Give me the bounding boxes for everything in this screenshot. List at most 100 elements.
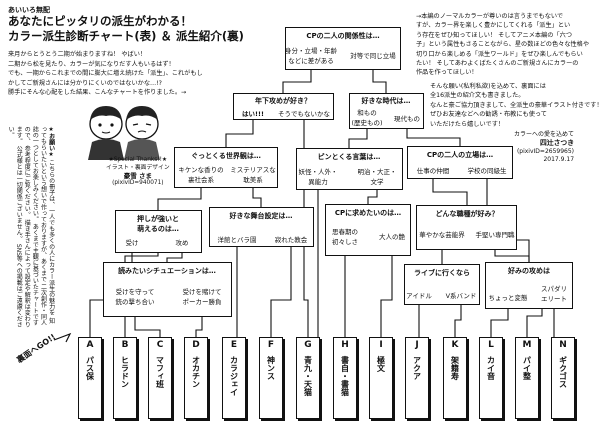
question-worldview: ぐっとくる世界観は… [191, 152, 261, 160]
request-line: いただけたら嬉しいです！ [430, 120, 505, 128]
result-letter: D [192, 340, 200, 350]
connector-line [432, 179, 468, 205]
result-name: カラジェイ [229, 356, 239, 396]
option-supernatural: 妖怪・人外・ 異能力 [298, 168, 338, 186]
option-status-gap: 身分・立場・年齢 などに差がある [285, 47, 337, 65]
result-box-n[interactable]: N ギクゴス [551, 337, 575, 419]
note-text: →本編のノーマルカラーが尊いのは言うまでもないで すが、カラー界を楽しく豊かにし… [416, 12, 589, 78]
question-box-setting [209, 207, 314, 247]
connector-line [134, 317, 161, 337]
option-showbiz: 華やかな芸能界 [419, 231, 465, 239]
result-name: 書自・書猫 [340, 356, 350, 396]
connector-line [367, 190, 378, 204]
option-uke: 受け [125, 239, 139, 247]
question-box-desire [325, 204, 411, 256]
question-box-position [407, 146, 513, 179]
connector-line [166, 253, 183, 262]
note-line: 作品を作ってほしい！ [416, 69, 478, 77]
side-note-line: 公式様とは一切関係ございません。 [15, 145, 23, 242]
connector-line [348, 129, 368, 148]
option-adult-charm: 大人の艶 [379, 233, 405, 241]
question-box-situation [103, 262, 232, 317]
twin-characters-illustration [88, 106, 160, 160]
result-name: ヒラドン [120, 356, 130, 388]
question-box-era [349, 93, 424, 129]
result-letter: H [341, 340, 349, 350]
result-letter: I [379, 340, 383, 350]
option-aesthetic: ミステリアスな 耽美系 [230, 166, 276, 184]
request-text: そんな願い(私利私欲)を込めて、裏面には 全16派生の紹介文も書きました。 なん… [430, 82, 600, 129]
request-line: なんと豪ご協力頂きまして、全派生の豪華イラスト付きです！ [430, 101, 600, 109]
side-note-line: 知ってもらいたいという想いで作っておりますが、あくまで [39, 126, 55, 324]
note-line: う存在をぜひ知ってほしい！ そしてアニメ本編の「六つ [416, 31, 573, 39]
intro-line: かしてご新規さんには分かりにくいのではないかな…!? [8, 79, 162, 87]
question-box-worldview [174, 147, 278, 188]
side-note: ★お願い★ こちらの冊子は、一人でも多くの人にカラー派生の魅力を 知ってもらいた… [6, 126, 55, 328]
question-desire: CPに求めたいのは… [334, 209, 402, 217]
side-note-line: 参考程度にご覧ください。 [23, 145, 31, 218]
question-relationship: CPの二人の関係性は… [306, 32, 380, 40]
side-note-head: ★お願い★ [47, 126, 55, 158]
note-line: 子」という属性もさることながら、星の数ほどの色々な性格や [416, 41, 590, 49]
result-letter: N [559, 340, 567, 350]
option-ruined-church: 寂れた教会 [274, 236, 308, 244]
connector-line [494, 250, 530, 262]
side-note-line: 描き手さんによって設定や解釈は変わります。 [15, 126, 31, 328]
request-line: そんな願い(私利私欲)を込めて、裏面には [430, 83, 546, 90]
result-name: ギクゴス [558, 356, 568, 388]
option-visual-band: V系バンド [445, 292, 477, 300]
result-box-d[interactable]: D オカチン [184, 337, 208, 419]
illustrator-pixiv: (pixivID=940071) [112, 180, 164, 187]
connector-line [380, 256, 393, 337]
option-underworld: キケンな香りの 裏社会系 [178, 166, 224, 184]
question-box-keyword [296, 148, 403, 190]
illustrator-name: 豪雪 さま [123, 171, 152, 180]
credit-date: 2017.9.17 [543, 156, 575, 164]
result-name: オカチン [191, 356, 201, 388]
intro-line: 勝手にそんな心配をした結果、こんなチャートを作りました。→ [8, 89, 187, 97]
result-letter: L [488, 340, 494, 350]
option-not-really: そうでもないかな [278, 110, 330, 118]
result-letter: K [451, 340, 459, 350]
note-line: たい！ そしてあわよくばたくさんのご新規さんにカラーの [416, 60, 579, 68]
option-meiji-taisho: 明治・大正・ 文学 [357, 168, 397, 186]
credit-pixiv: (pixivID=2659965) [516, 147, 575, 155]
intro-text: 来月からとうとう二期が始まりますね！ やばい！ 二期から松を見たり、カラーが気に… [8, 50, 203, 98]
intro-line: 二期から松を見たり、カラーが気になりだす人もいるはず！ [8, 60, 175, 68]
connector-line [526, 309, 543, 337]
question-box-live [404, 264, 480, 305]
result-box-h[interactable]: H 書自・書猫 [333, 337, 357, 419]
option-super-darling: スパダリ エリート [541, 285, 567, 303]
question-position: CPの二人の立場は… [426, 151, 494, 159]
side-note-line: SNS等への掲載はご遠慮ください。 [7, 126, 23, 328]
option-idol: アイドル [406, 292, 432, 300]
question-era: 好きな時代は… [361, 97, 411, 105]
question-setting: 好きな舞台設定は… [229, 212, 293, 220]
side-note-line: あくまで主観に基づいたチャートですので、 [23, 126, 39, 326]
connector-line [406, 129, 461, 146]
connector-line [225, 120, 254, 147]
connector-line [454, 305, 462, 337]
question-situation: 読みたいシチュエーションは… [118, 267, 216, 275]
intro-line: でも、一期からこれまでの間に膨大に増え続けた「派生」、これがもし [8, 70, 203, 78]
connector-line [195, 317, 203, 337]
question-box-occupation [416, 205, 517, 250]
question-keyword: ピンとくる言葉は… [317, 153, 381, 161]
request-line: ぜひお友達などへの勧誘・布教にも使って [430, 111, 547, 119]
option-poker: 受けを賭けて ポーカー勝負 [182, 288, 222, 306]
question-younger-top: 年下攻めが好き？ [255, 97, 311, 105]
question-box-younger-top [233, 93, 334, 120]
question-box-seme-type [485, 262, 573, 309]
result-letter: G [304, 340, 312, 350]
